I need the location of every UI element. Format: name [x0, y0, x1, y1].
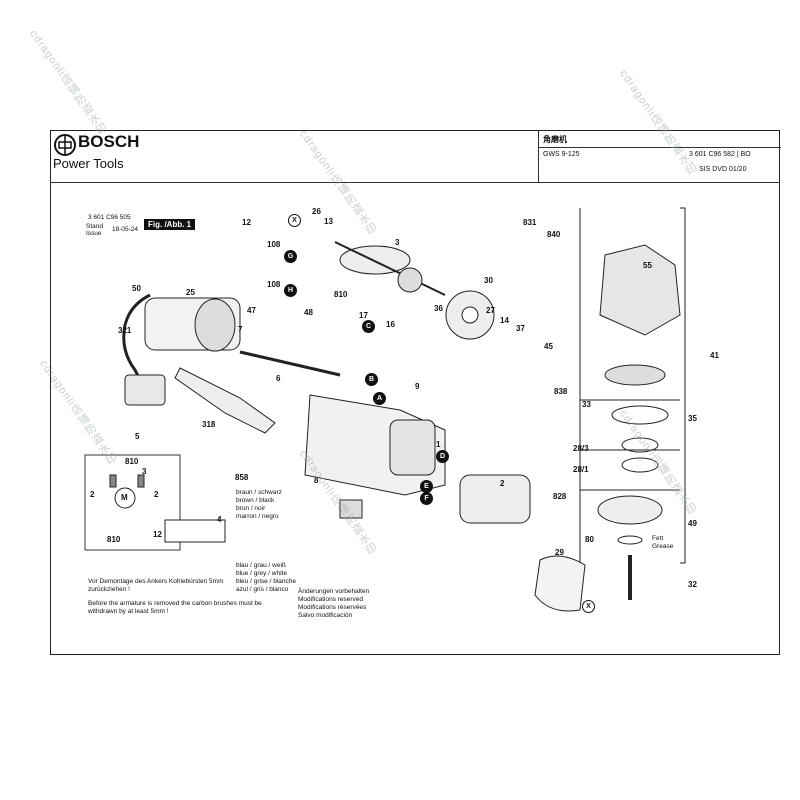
issue-date: 18-05-24 — [112, 226, 139, 233]
callout-c: C — [362, 320, 375, 333]
part-108b: 108 — [267, 280, 281, 289]
wiring-2-right: 2 — [154, 490, 159, 499]
title-rule — [539, 147, 781, 148]
part-14: 14 — [500, 316, 509, 325]
part-30: 30 — [484, 276, 493, 285]
wiring-4: 4 — [217, 515, 222, 524]
part-36: 36 — [434, 304, 443, 313]
part-6: 6 — [276, 374, 281, 383]
part-9: 9 — [415, 382, 420, 391]
callout-f: F — [420, 492, 433, 505]
part-28-1: 28/1 — [573, 465, 589, 474]
product-title: 角磨机 — [543, 135, 567, 144]
parts-diagram-sheet: BOSCH Power Tools 角磨机 GWS 9-125 3 601 C9… — [50, 130, 781, 655]
rights-en: Modifications reserved — [298, 596, 364, 603]
part-26: 26 — [312, 207, 321, 216]
part-37: 37 — [516, 324, 525, 333]
header-rule — [50, 182, 780, 183]
wire-color-5: blau / grau / weiß — [236, 562, 286, 569]
wire-color-1: braun / schwarz — [236, 489, 282, 496]
part-49: 49 — [688, 519, 697, 528]
wiring-3: 3 — [142, 467, 147, 476]
wire-color-8: azul / gris / blanco — [236, 586, 289, 593]
part-16a: 16 — [386, 320, 395, 329]
part-45: 45 — [544, 342, 553, 351]
wire-color-4: marron / negro — [236, 513, 279, 520]
part-5: 5 — [135, 432, 140, 441]
part-12: 12 — [242, 218, 251, 227]
callout-x-top: X — [288, 214, 301, 227]
part-318: 318 — [202, 420, 216, 429]
part-840: 840 — [547, 230, 561, 239]
wire-color-6: blue / grey / white — [236, 570, 287, 577]
part-858: 858 — [235, 473, 249, 482]
callout-x-bottom: X — [582, 600, 595, 613]
part-321: 321 — [118, 326, 132, 335]
grease-en: Grease — [652, 543, 674, 550]
rights-fr: Modifications réservées — [298, 604, 367, 611]
wiring-2-left: 2 — [90, 490, 95, 499]
issue-label: Issue — [86, 230, 102, 237]
part-29: 29 — [555, 548, 564, 557]
figure-tag: Fig. /Abb. 1 — [144, 219, 196, 230]
brand-subtitle: Power Tools — [53, 156, 124, 171]
model-name: GWS 9-125 — [543, 151, 580, 158]
part-838: 838 — [554, 387, 568, 396]
wiring-12: 12 — [153, 530, 162, 539]
part-108a: 108 — [267, 240, 281, 249]
part-1: 1 — [436, 440, 441, 449]
bosch-logo-icon — [54, 134, 76, 156]
wire-color-3: brun / noir — [236, 505, 266, 512]
part-33: 33 — [582, 400, 591, 409]
part-25: 25 — [186, 288, 195, 297]
doc-ref: 3 601 C96 505 — [88, 214, 131, 221]
title-block: 角磨机 GWS 9-125 3 601 C96 582 | BO SIS DVD… — [538, 130, 781, 182]
wiring-810-top: 810 — [125, 457, 139, 466]
part-55: 55 — [643, 261, 652, 270]
part-3: 3 — [395, 238, 400, 247]
wiring-motor: M — [121, 493, 128, 502]
rights-de: Änderungen vorbehalten — [298, 588, 370, 595]
stand-label: Stand — [86, 223, 103, 230]
grease-de: Fett — [652, 535, 664, 542]
wire-color-7: bleu / grise / blanche — [236, 578, 296, 585]
callout-d: D — [436, 450, 449, 463]
callout-h: H — [284, 284, 297, 297]
part-41: 41 — [710, 351, 719, 360]
callout-b: B — [365, 373, 378, 386]
rights-es: Salvo modificación — [298, 612, 353, 619]
part-27: 27 — [486, 306, 495, 315]
callout-g: G — [284, 250, 297, 263]
part-810a: 810 — [334, 290, 348, 299]
part-32: 32 — [688, 580, 697, 589]
wiring-810-bottom: 810 — [107, 535, 121, 544]
part-50: 50 — [132, 284, 141, 293]
wire-color-2: brown / black — [236, 497, 275, 504]
sis-version: SIS DVD 01/20 — [699, 166, 747, 173]
exploded-view-drawing — [84, 207, 686, 612]
watermark-1: cdragonli店铺防盗水印 — [27, 27, 109, 138]
part-831: 831 — [523, 218, 537, 227]
part-35: 35 — [688, 414, 697, 423]
part-7: 7 — [238, 325, 243, 334]
part-number: 3 601 C96 582 | BO — [689, 151, 751, 158]
part-8: 8 — [314, 476, 319, 485]
part-2: 2 — [500, 479, 505, 488]
callout-a: A — [373, 392, 386, 405]
note-en: Before the armature is removed the carbo… — [88, 600, 262, 615]
part-13: 13 — [324, 217, 333, 226]
brand-name: BOSCH — [78, 132, 140, 151]
part-17a: 17 — [359, 311, 368, 320]
part-28-3: 28/3 — [573, 444, 589, 453]
part-48a: 48 — [304, 308, 313, 317]
sheet-border — [50, 130, 780, 655]
callout-e: E — [420, 480, 433, 493]
part-80: 80 — [585, 535, 594, 544]
part-828: 828 — [553, 492, 567, 501]
note-de: Vor Demontage des Ankers Kohlebürsten 5m… — [88, 578, 224, 593]
part-47: 47 — [247, 306, 256, 315]
